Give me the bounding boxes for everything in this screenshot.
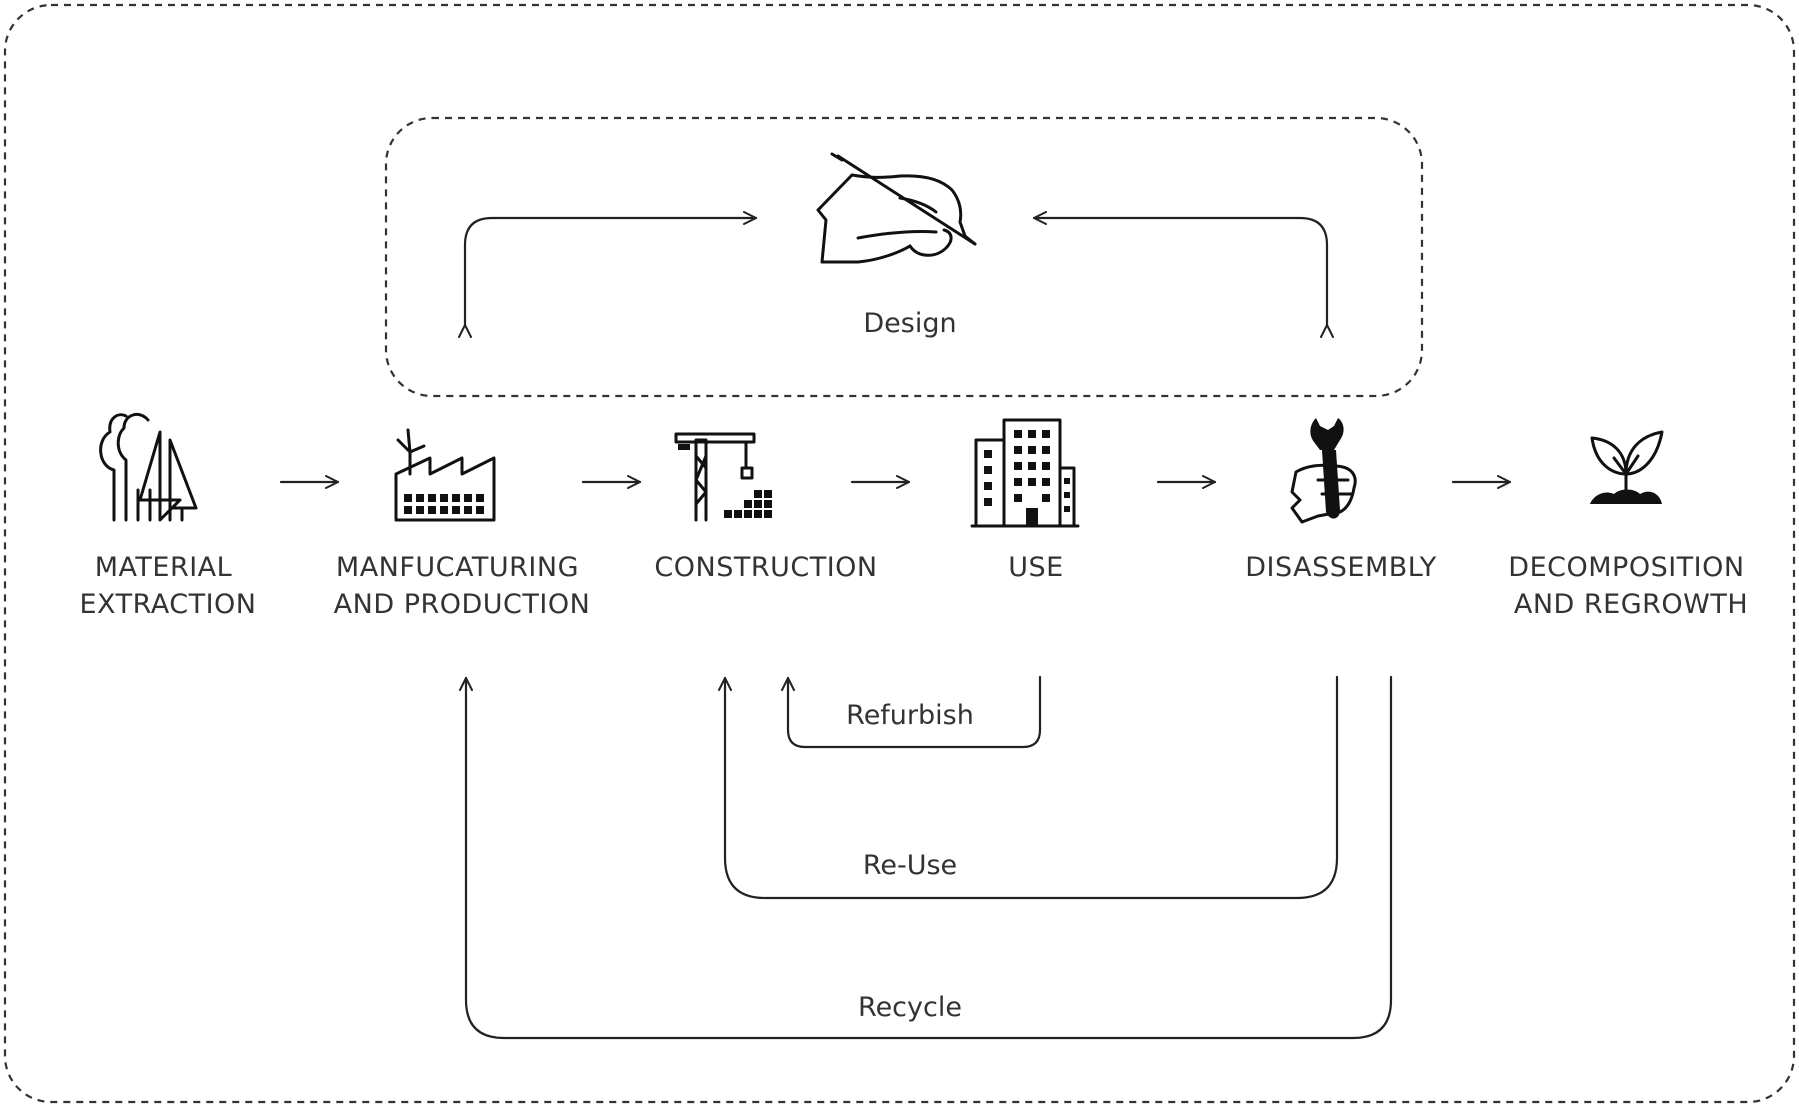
hand-drawing-icon	[816, 152, 977, 264]
stage-label-use: USE	[1008, 552, 1063, 583]
stage-label-construction: CONSTRUCTION	[654, 552, 877, 583]
crane-icon	[674, 432, 772, 522]
stage-label-line: CONSTRUCTION	[654, 552, 877, 583]
recycle-loop	[459, 675, 1393, 1040]
stage-label-manufacturing: MANFUCATURING AND PRODUCTION	[334, 552, 591, 620]
design-label: Design	[863, 308, 956, 339]
reuse-label: Re-Use	[863, 850, 957, 881]
stage-label-line: AND PRODUCTION	[334, 589, 591, 620]
reuse-loop	[718, 675, 1339, 900]
trees-icon	[99, 412, 198, 522]
stage-label-line: DECOMPOSITION	[1508, 552, 1744, 583]
building-icon	[970, 418, 1080, 528]
stage-label-disassembly: DISASSEMBLY	[1245, 552, 1436, 583]
sprout-icon	[1590, 430, 1664, 504]
stage-label-material-extraction: MATERIAL EXTRACTION	[80, 552, 257, 620]
design-arrow-left	[458, 211, 758, 338]
refurbish-label: Refurbish	[846, 700, 974, 731]
wrench-hand-icon	[1290, 418, 1357, 524]
stage-label-line: AND REGROWTH	[1514, 589, 1748, 620]
design-frame	[384, 116, 1424, 398]
stage-label-line: DISASSEMBLY	[1245, 552, 1436, 583]
refurbish-loop	[781, 675, 1042, 749]
factory-icon	[394, 428, 496, 522]
recycle-label: Recycle	[858, 992, 962, 1023]
stage-label-line: USE	[1008, 552, 1063, 583]
design-arrow-right	[1032, 211, 1334, 338]
stage-label-line: MANFUCATURING	[336, 552, 579, 583]
outer-frame	[3, 3, 1796, 1104]
stage-label-line: MATERIAL	[95, 552, 232, 583]
stage-label-decomposition: DECOMPOSITION AND REGROWTH	[1508, 552, 1753, 620]
stage-label-line: EXTRACTION	[80, 589, 257, 620]
